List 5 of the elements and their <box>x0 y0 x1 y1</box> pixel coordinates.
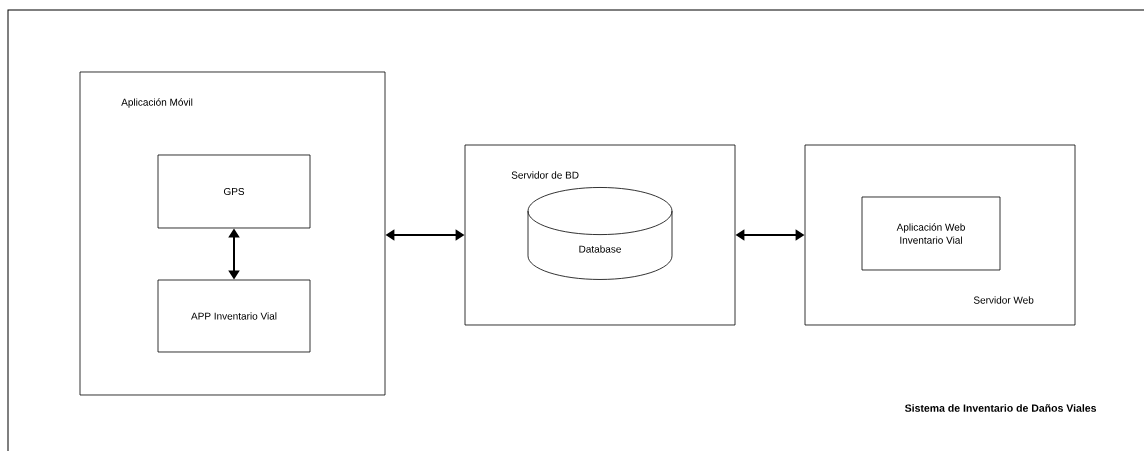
database-cylinder: Database <box>527 187 673 280</box>
component-box: APP Inventario Vial <box>157 279 311 353</box>
diagram-title: Sistema de Inventario de Daños Viales <box>904 404 1097 412</box>
component-box: Aplicación Web Inventario Vial <box>861 196 1001 271</box>
component-box: GPS <box>157 154 311 229</box>
